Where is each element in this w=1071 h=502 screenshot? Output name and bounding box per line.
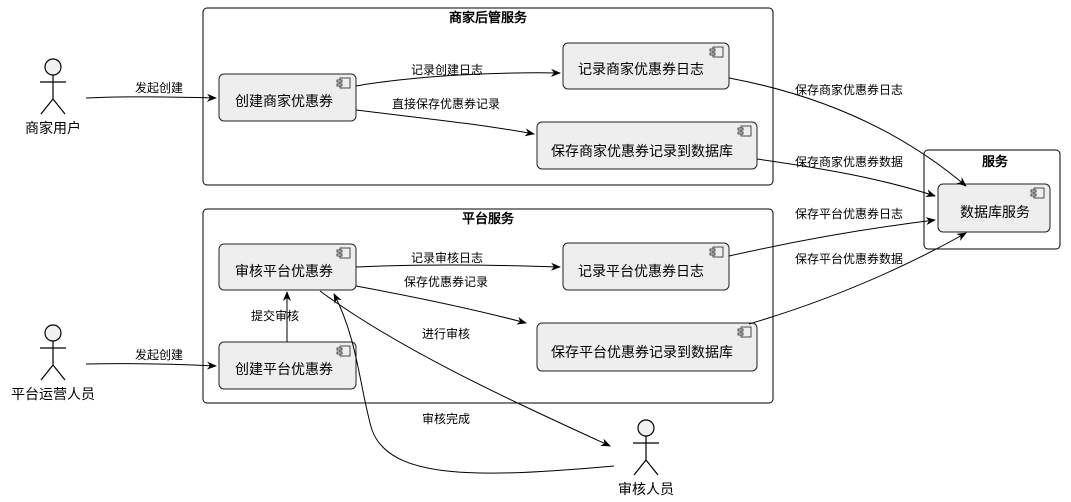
edge-merchant-create: 发起创建: [85, 80, 217, 102]
actor-reviewer[interactable]: 审核人员: [618, 419, 674, 498]
edge-submit-review: 提交审核: [251, 291, 299, 342]
edge-label: 直接保存优惠券记录: [392, 96, 500, 111]
service-title: 服务: [982, 154, 1009, 170]
actor-body: [40, 75, 66, 115]
component-label: 记录平台优惠券日志: [578, 264, 704, 280]
component-icon: [709, 246, 724, 258]
edge-label: 保存平台优惠券日志: [795, 206, 903, 221]
actor-head: [637, 419, 655, 437]
component-save-merchant-coupon[interactable]: 保存商家优惠券记录到数据库: [536, 121, 758, 170]
component-icon: [336, 345, 351, 357]
edge-label: 进行审核: [422, 326, 470, 341]
edge-label: 保存优惠券记录: [404, 274, 488, 289]
component-create-merchant-coupon[interactable]: 创建商家优惠券: [218, 73, 357, 122]
component-label: 数据库服务: [960, 205, 1030, 221]
component-icon: [336, 77, 351, 89]
component-label: 保存商家优惠券记录到数据库: [551, 143, 733, 160]
component-create-platform-coupon[interactable]: 创建平台优惠券: [218, 341, 357, 390]
component-database-service[interactable]: 数据库服务: [937, 183, 1051, 233]
edge-save-coupon: 保存优惠券记录: [355, 274, 527, 325]
component-review-platform-coupon[interactable]: 审核平台优惠券: [218, 243, 357, 291]
component-icon: [1030, 187, 1045, 199]
edge-label: 记录创建日志: [411, 63, 483, 77]
component-icon: [737, 125, 752, 137]
component-label: 保存平台优惠券记录到数据库: [551, 345, 733, 361]
component-save-platform-coupon[interactable]: 保存平台优惠券记录到数据库: [536, 322, 758, 372]
actor-body: [633, 436, 659, 476]
actor-merchant-user[interactable]: 商家用户: [25, 58, 81, 137]
component-log-merchant-coupon[interactable]: 记录商家优惠券日志: [562, 42, 730, 90]
component-label: 创建商家优惠券: [235, 93, 333, 110]
edge-save-platform-data: 保存平台优惠券数据: [748, 232, 967, 325]
actor-head: [44, 324, 62, 342]
component-label: 审核平台优惠券: [235, 264, 333, 280]
edge-label: 保存商家优惠券数据: [795, 154, 903, 169]
edge-log-create: 记录创建日志: [355, 63, 561, 87]
edge-label: 提交审核: [251, 308, 299, 323]
edge-save-merchant-log: 保存商家优惠券日志: [728, 77, 967, 187]
component-icon: [709, 46, 724, 58]
edge-label: 发起创建: [135, 80, 183, 95]
actor-platform-operator[interactable]: 平台运营人员: [11, 324, 95, 403]
edge-label: 审核完成: [422, 411, 470, 426]
edge-label: 记录审核日志: [411, 250, 483, 265]
merchant-service-title: 商家后管服务: [449, 10, 528, 26]
actor-label: 审核人员: [618, 482, 674, 498]
component-log-platform-coupon[interactable]: 记录平台优惠券日志: [562, 242, 730, 291]
edge-label: 保存平台优惠券数据: [795, 251, 903, 266]
platform-service-title: 平台服务: [462, 211, 515, 227]
edge-save-platform-log: 保存平台优惠券日志: [728, 206, 936, 257]
edge-review-done: 审核完成: [333, 293, 615, 474]
component-icon: [737, 326, 752, 338]
edge-save-merchant-data: 保存商家优惠券数据: [756, 154, 936, 198]
edge-log-review: 记录审核日志: [355, 250, 561, 271]
edge-label: 发起创建: [135, 347, 183, 362]
component-icon: [336, 247, 351, 259]
edge-platform-create: 发起创建: [85, 347, 217, 370]
component-label: 记录商家优惠券日志: [578, 61, 704, 78]
edge-do-review: 进行审核: [319, 290, 611, 447]
edge-direct-save: 直接保存优惠券记录: [355, 96, 535, 137]
edge-label: 保存商家优惠券日志: [795, 82, 903, 97]
actor-label: 平台运营人员: [11, 387, 95, 403]
actor-body: [40, 341, 66, 381]
component-label: 创建平台优惠券: [235, 362, 333, 378]
actor-head: [44, 58, 62, 76]
actor-label: 商家用户: [25, 120, 81, 137]
